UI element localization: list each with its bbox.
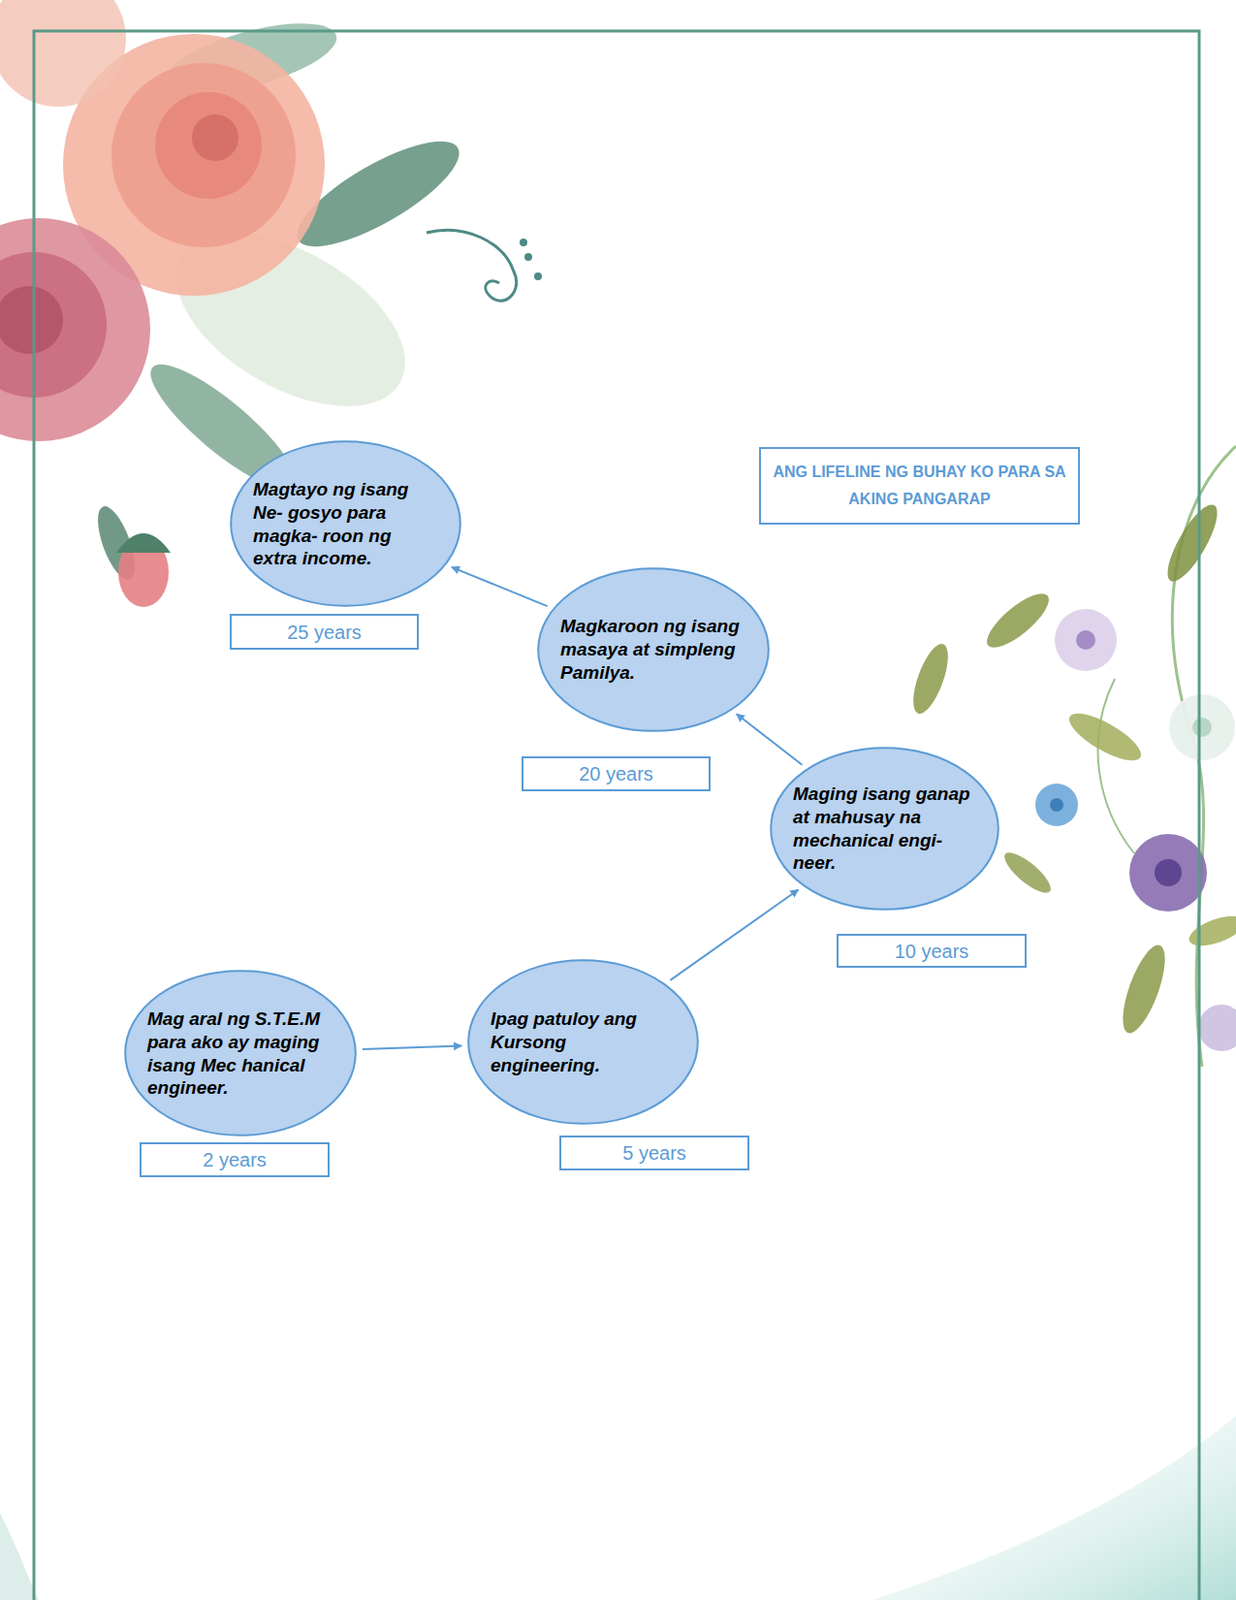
ellipse-shape [538,568,769,731]
ellipse-outline [229,440,462,607]
ellipse-shape [770,747,999,910]
goal-ellipse: Mag aral ng S.T.E.M para ako ay maging i… [124,969,357,1137]
arrow-connector [669,888,798,980]
ellipse-outline [124,969,357,1137]
ellipse-shape [230,441,461,606]
goal-ellipse: Magtayo ng isang Ne- gosyo para magka- r… [229,440,462,607]
text-wrap: 20 years [578,761,654,786]
year-box: 20 years [521,756,711,792]
text-wrap: Ipag patuloy ang Kursong engineering. [490,1007,676,1077]
arrow-connector [736,713,803,764]
text-wrap: Maging isang ganap at mahusay na mechani… [792,782,978,875]
goal-ellipse: Maging isang ganap at mahusay na mechani… [769,746,1000,911]
year-label: 20 years [578,761,654,786]
year-box: 10 years [836,933,1027,968]
year-label: 2 years [202,1147,267,1172]
year-label: 25 years [286,620,362,644]
title: ANG LIFELINE NG BUHAY KO PARA SA AKING P… [768,458,1071,513]
leaves [90,9,542,585]
year-label: 10 years [894,939,970,963]
goal-text: Maging isang ganap at mahusay na mechani… [792,782,978,875]
text-wrap: Magkaroon ng isang masaya at simpleng Pa… [560,614,747,684]
text-wrap: 5 years [622,1140,687,1165]
ellipse-shape [125,970,356,1136]
text-wrap: Mag aral ng S.T.E.M para ako ay maging i… [147,1007,334,1100]
text-wrap: Magtayo ng isang Ne- gosyo para magka- r… [253,477,439,571]
goal-ellipse: Ipag patuloy ang Kursong engineering. [467,958,699,1125]
right-flowers [906,445,1236,1067]
year-box: 25 years [229,613,419,650]
goal-text: Ipag patuloy ang Kursong engineering. [490,1007,676,1077]
title-box: ANG LIFELINE NG BUHAY KO PARA SA AKING P… [759,446,1080,525]
arrow-connector [451,567,548,606]
text-wrap: 25 years [286,620,362,644]
arrow-connector [362,1045,462,1049]
year-box: 5 years [559,1135,750,1171]
text-wrap: 10 years [894,939,970,963]
page-border [33,31,1200,1600]
goal-text: Mag aral ng S.T.E.M para ako ay maging i… [147,1007,334,1100]
goal-text: Magkaroon ng isang masaya at simpleng Pa… [560,614,747,684]
ellipse-outline [769,746,1000,911]
goal-ellipse: Magkaroon ng isang masaya at simpleng Pa… [537,567,770,732]
year-label: 5 years [622,1140,687,1165]
color-wash [872,1415,1236,1600]
text-wrap: 2 years [202,1147,267,1172]
ellipse-shape [468,959,698,1124]
year-box: 2 years [139,1141,330,1177]
goal-text: Magtayo ng isang Ne- gosyo para magka- r… [253,477,439,571]
